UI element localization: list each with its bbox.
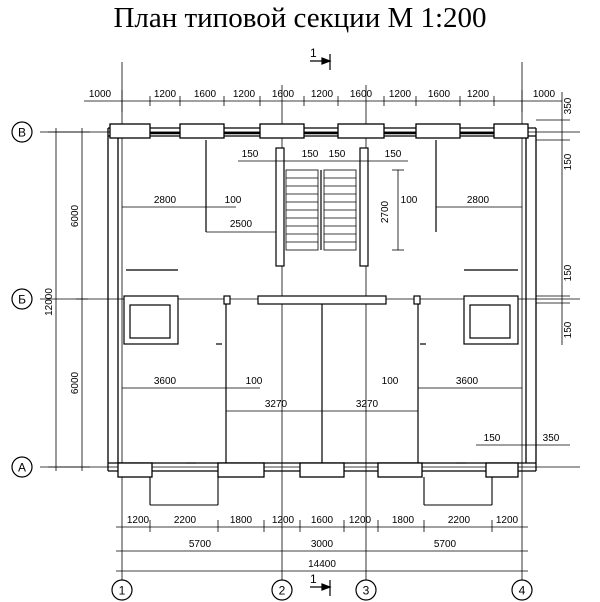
dimension-label: 1200 [154,89,177,100]
dimension-label: 1600 [311,515,334,526]
dimension-label: 100 [401,195,418,206]
dimension-label: 2800 [154,195,177,206]
dimension-label: 2700 [380,200,391,223]
dimension-label: 1800 [230,515,253,526]
dimension-label: 5700 [189,539,212,550]
dimension-label: 1000 [533,89,556,100]
axis-label: 2 [279,584,286,598]
dimension-label: 1600 [194,89,217,100]
section-mark-bottom: 1 [310,572,317,586]
dimension-label: 1200 [389,89,412,100]
axis-marker-2: 3 [355,579,377,601]
dimension-label: 1600 [428,89,451,100]
axis-marker-0: 1 [111,579,133,601]
dimension-label: 100 [382,376,399,387]
dimension-label: 150 [563,264,574,281]
dimension-label: 3270 [356,399,379,410]
dimension-lines [48,90,570,572]
axis-letter-markers: В Б А [11,121,33,478]
axis-marker-3: 4 [511,579,533,601]
south-windows [117,462,519,478]
dimension-label: 150 [484,433,501,444]
dimension-label: 1200 [467,89,490,100]
dimension-label: 6000 [70,204,81,227]
dimension-label: 150 [563,321,574,338]
north-windows [109,123,529,139]
dimension-labels: 1000 1200 1600 1200 1600 1200 1600 1200 1600 1200… [44,89,574,570]
dimension-label: 2800 [467,195,490,206]
dimension-label: 1600 [272,89,295,100]
plan-title: План типовой секции М 1:200 [113,2,487,34]
axis-label: Б [18,293,26,307]
dimension-label: 3600 [456,376,479,387]
axis-number-markers: 1 2 3 4 [111,579,533,601]
dimension-label: 1200 [272,515,295,526]
dimension-label: 350 [543,433,560,444]
dimension-label: 5700 [434,539,457,550]
axis-label: 1 [119,584,126,598]
section-mark-top: 1 [310,46,317,60]
axis-marker-2: А [11,456,33,478]
dimension-label: 100 [246,376,263,387]
dimension-label: 1000 [89,89,112,100]
dimension-label: 14400 [308,559,336,570]
dimension-label: 12000 [44,288,55,316]
dimension-label: 350 [563,97,574,114]
dimension-label: 3000 [311,539,334,550]
dimension-label: 150 [329,149,346,160]
section-mark-arrows [310,54,332,596]
dimension-label: 150 [385,149,402,160]
dimension-label: 1600 [350,89,373,100]
dimension-label: 1200 [233,89,256,100]
dimension-label: 1200 [496,515,519,526]
dimension-label: 100 [225,195,242,206]
dimension-label: 6000 [70,371,81,394]
dimension-label: 2200 [174,515,197,526]
stair-flights [285,169,357,251]
dimension-label: 1800 [392,515,415,526]
dimension-label: 150 [563,153,574,170]
dimension-label: 2500 [230,219,253,230]
axis-marker-0: В [11,121,33,143]
dimension-label: 150 [242,149,259,160]
axis-label: 4 [519,584,526,598]
dimension-label: 1200 [127,515,150,526]
axis-marker-1: Б [11,288,33,310]
axis-label: 3 [363,584,370,598]
dimension-label: 3600 [154,376,177,387]
axis-marker-1: 2 [271,579,293,601]
axis-label: В [18,126,26,140]
interior-walls [123,140,519,463]
dimension-label: 1200 [311,89,334,100]
dimension-label: 1200 [349,515,372,526]
dimension-label: 2200 [448,515,471,526]
dimension-label: 3270 [265,399,288,410]
axis-label: А [18,461,26,475]
dimension-label: 150 [302,149,319,160]
